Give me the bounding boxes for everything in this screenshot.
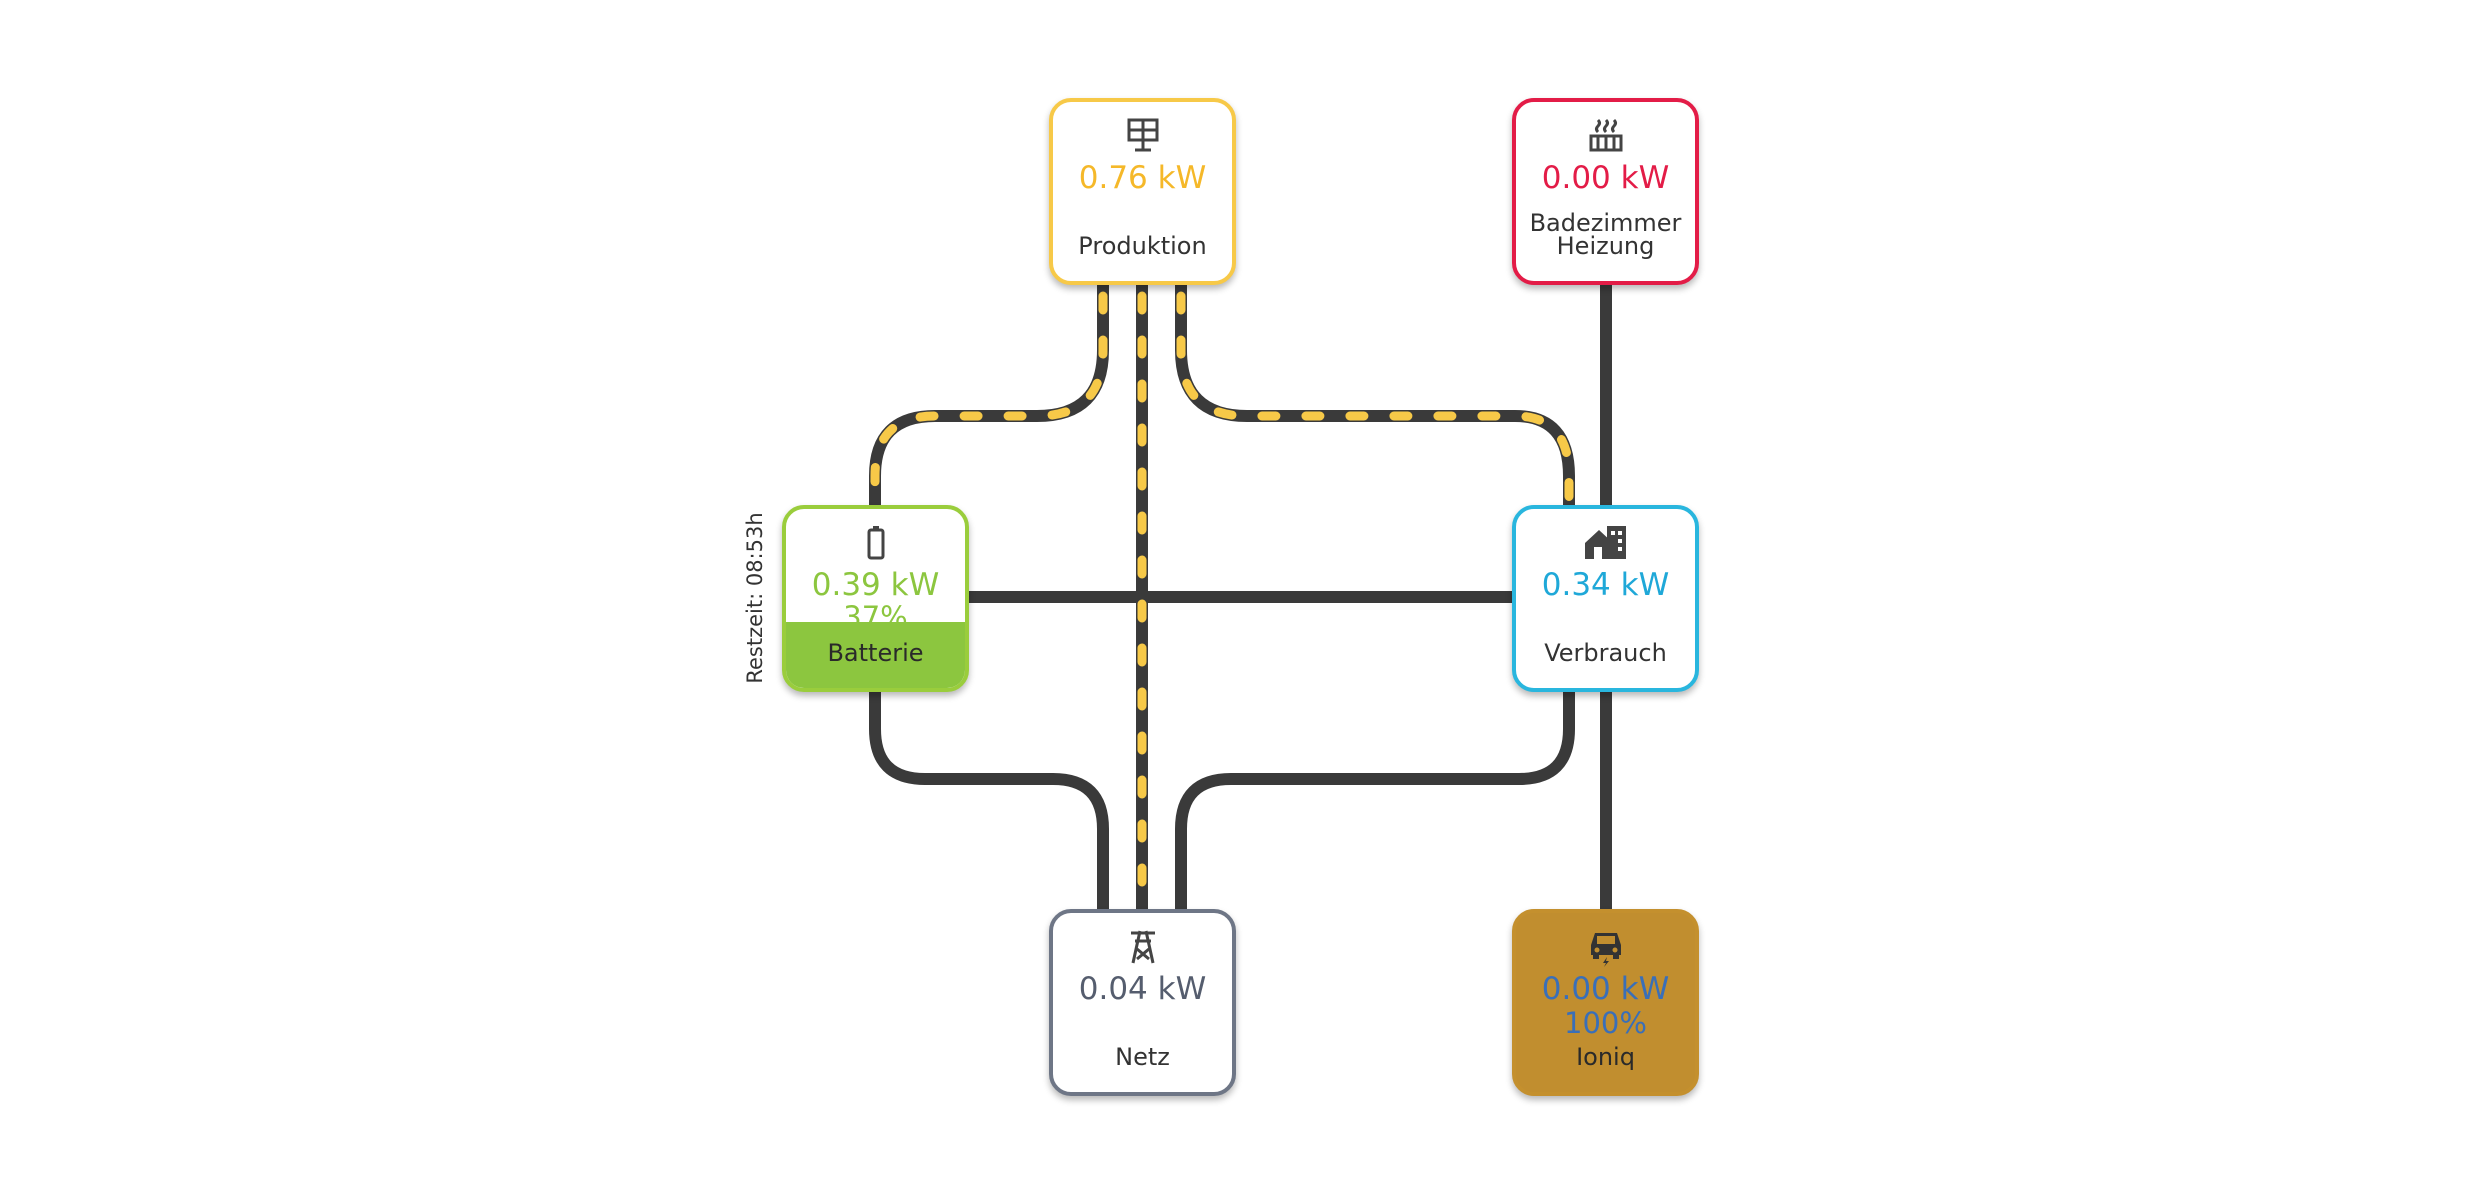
ev-percent: 100% xyxy=(1564,1006,1647,1040)
solar-panel-icon xyxy=(1053,116,1232,156)
heating-power: 0.00 kW xyxy=(1541,160,1670,196)
consumption-label: Verbrauch xyxy=(1544,639,1667,667)
car-charging-icon xyxy=(1516,927,1695,967)
heating-label-line1: Badezimmer xyxy=(1529,209,1682,237)
flow-battery-grid xyxy=(869,692,1109,909)
production-label: Produktion xyxy=(1078,232,1207,260)
battery-percent: 37% xyxy=(843,601,908,625)
flow-active-production-battery xyxy=(870,291,1108,505)
battery-node[interactable]: 0.39 kW 37% Batterie xyxy=(782,505,969,692)
battery-power: 0.39 kW xyxy=(811,567,940,603)
consumption-node[interactable]: 0.34 kW Verbrauch xyxy=(1512,505,1699,692)
ev-node[interactable]: 0.00 kW 100% Ioniq xyxy=(1512,909,1699,1096)
grid-node[interactable]: 0.04 kW Netz xyxy=(1049,909,1236,1096)
battery-icon xyxy=(786,523,965,563)
grid-power: 0.04 kW xyxy=(1078,971,1207,1007)
flow-consumption-grid xyxy=(1175,692,1575,909)
flow-production-consumption xyxy=(1175,285,1575,505)
ev-label: Ioniq xyxy=(1576,1043,1635,1071)
battery-remaining-text: Restzeit: 08:53h xyxy=(743,512,767,684)
production-power: 0.76 kW xyxy=(1078,160,1207,196)
heating-node[interactable]: 0.00 kW Badezimmer Heizung xyxy=(1512,98,1699,285)
house-icon xyxy=(1516,523,1695,563)
battery-label: Batterie xyxy=(827,639,924,667)
consumption-power: 0.34 kW xyxy=(1541,567,1670,603)
power-pylon-icon xyxy=(1053,927,1232,967)
ev-power: 0.00 kW xyxy=(1541,971,1670,1007)
heater-icon xyxy=(1516,116,1695,156)
flow-production-battery xyxy=(869,285,1109,505)
production-node[interactable]: 0.76 kW Produktion xyxy=(1049,98,1236,285)
heating-label-line2: Heizung xyxy=(1556,232,1655,260)
flow-active-production-consumption xyxy=(1176,291,1574,505)
battery-level-fill xyxy=(786,621,965,688)
grid-label: Netz xyxy=(1115,1043,1170,1071)
